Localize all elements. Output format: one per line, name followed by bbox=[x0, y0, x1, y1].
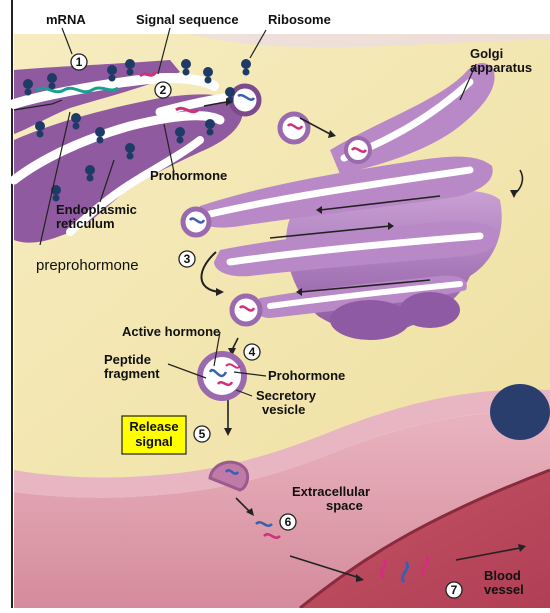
label-prohormone-top: Prohormone bbox=[150, 168, 227, 183]
step-2: 2 bbox=[160, 83, 167, 97]
label-blood-2: vessel bbox=[484, 582, 524, 597]
label-release-1: Release bbox=[129, 419, 178, 434]
label-er-1: Endoplasmic bbox=[56, 202, 137, 217]
label-secretory-2: vesicle bbox=[262, 402, 305, 417]
step-7: 7 bbox=[451, 583, 458, 597]
nucleus bbox=[490, 384, 550, 440]
label-mrna: mRNA bbox=[46, 12, 86, 27]
step-3: 3 bbox=[184, 252, 191, 266]
golgi-vesicle-1 bbox=[183, 209, 209, 235]
label-signal-sequence: Signal sequence bbox=[136, 12, 239, 27]
label-preprohormone: preprohormone bbox=[36, 257, 139, 274]
label-blood-1: Blood bbox=[484, 568, 521, 583]
label-secretory-1: Secretory bbox=[256, 388, 317, 403]
step-1: 1 bbox=[76, 55, 83, 69]
label-release-2: signal bbox=[135, 434, 173, 449]
step-6: 6 bbox=[285, 515, 292, 529]
label-er-2: reticulum bbox=[56, 216, 115, 231]
golgi-vesicle-2 bbox=[232, 296, 260, 324]
step-5: 5 bbox=[199, 427, 206, 441]
label-ribosome: Ribosome bbox=[268, 12, 331, 27]
golgi-lobe-2 bbox=[400, 292, 460, 328]
label-golgi-2: apparatus bbox=[470, 60, 532, 75]
transport-vesicle-1 bbox=[280, 114, 308, 142]
label-extracellular-1: Extracellular bbox=[292, 484, 370, 499]
label-extracellular-2: space bbox=[326, 498, 363, 513]
golgi-lobe-1 bbox=[330, 300, 410, 340]
step-4: 4 bbox=[249, 345, 256, 359]
label-golgi-1: Golgi bbox=[470, 46, 503, 61]
label-peptide-1: Peptide bbox=[104, 352, 151, 367]
label-peptide-2: fragment bbox=[104, 366, 160, 381]
label-active-hormone: Active hormone bbox=[122, 324, 220, 339]
label-prohormone-vesicle: Prohormone bbox=[268, 368, 345, 383]
er-bud bbox=[231, 86, 259, 114]
